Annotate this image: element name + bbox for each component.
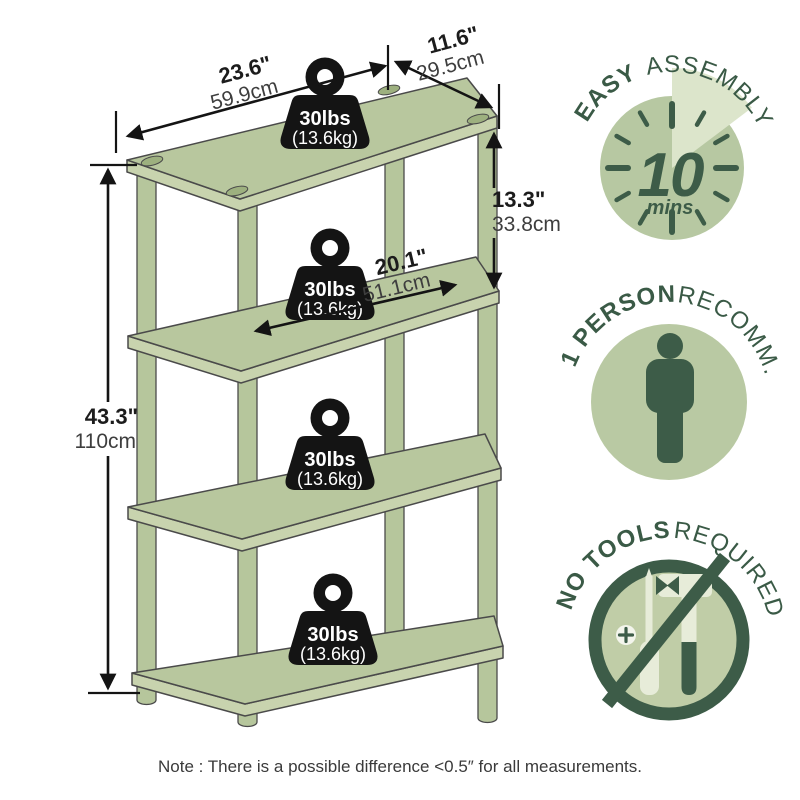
screw-hole [466, 113, 490, 125]
weight-capacity-kg: (13.6kg) [292, 128, 358, 148]
weight-capacity-badge: 30lbs (13.6kg) [285, 398, 375, 490]
total-height-cm: 110cm [75, 430, 136, 453]
screw-hole [140, 155, 164, 167]
weight-capacity-badge: 30lbs (13.6kg) [288, 573, 378, 665]
assembly-minutes-value: 10 [638, 141, 704, 210]
badge-easy-assembly: 10 mins EASY ASSEMBLY [569, 51, 777, 240]
dimension-tier-height: 13.3" 33.8cm [485, 131, 561, 290]
dimension-total-height: 43.3" 110cm [75, 163, 140, 695]
shelf-leg-back-right [384, 99, 405, 661]
tier-height-cm: 33.8cm [492, 213, 561, 236]
shelf-leg-front-left [237, 195, 258, 728]
person-icon [646, 333, 694, 463]
clock-wedge [672, 67, 752, 168]
badge-one-person: 1 PERSON RECOMM. [556, 281, 785, 480]
badge-no-tools: NO TOOLS REQUIRED [551, 517, 788, 721]
screw-hole [225, 185, 249, 197]
assembly-minutes-unit: mins [647, 197, 694, 219]
weight-capacity-lbs: 30lbs [304, 279, 355, 301]
dimension-width: 23.6" 59.9cm [114, 45, 390, 153]
total-height-inches: 43.3" [85, 404, 138, 429]
weight-capacity-lbs: 30lbs [299, 108, 350, 130]
weight-capacity-kg: (13.6kg) [297, 469, 363, 489]
prohibition-slash-icon [601, 552, 731, 709]
weight-capacity-lbs: 30lbs [307, 624, 358, 646]
weight-capacity-kg: (13.6kg) [300, 644, 366, 664]
shelf-leg-back-left [136, 167, 157, 706]
screw-icon [616, 625, 636, 645]
clock-ticks [605, 101, 739, 235]
measurement-note: Note : There is a possible difference <0… [158, 757, 642, 776]
weight-capacity-badge: 30lbs (13.6kg) [280, 57, 370, 149]
tier-height-inches: 13.3" [492, 187, 545, 212]
weight-capacity-lbs: 30lbs [304, 449, 355, 471]
